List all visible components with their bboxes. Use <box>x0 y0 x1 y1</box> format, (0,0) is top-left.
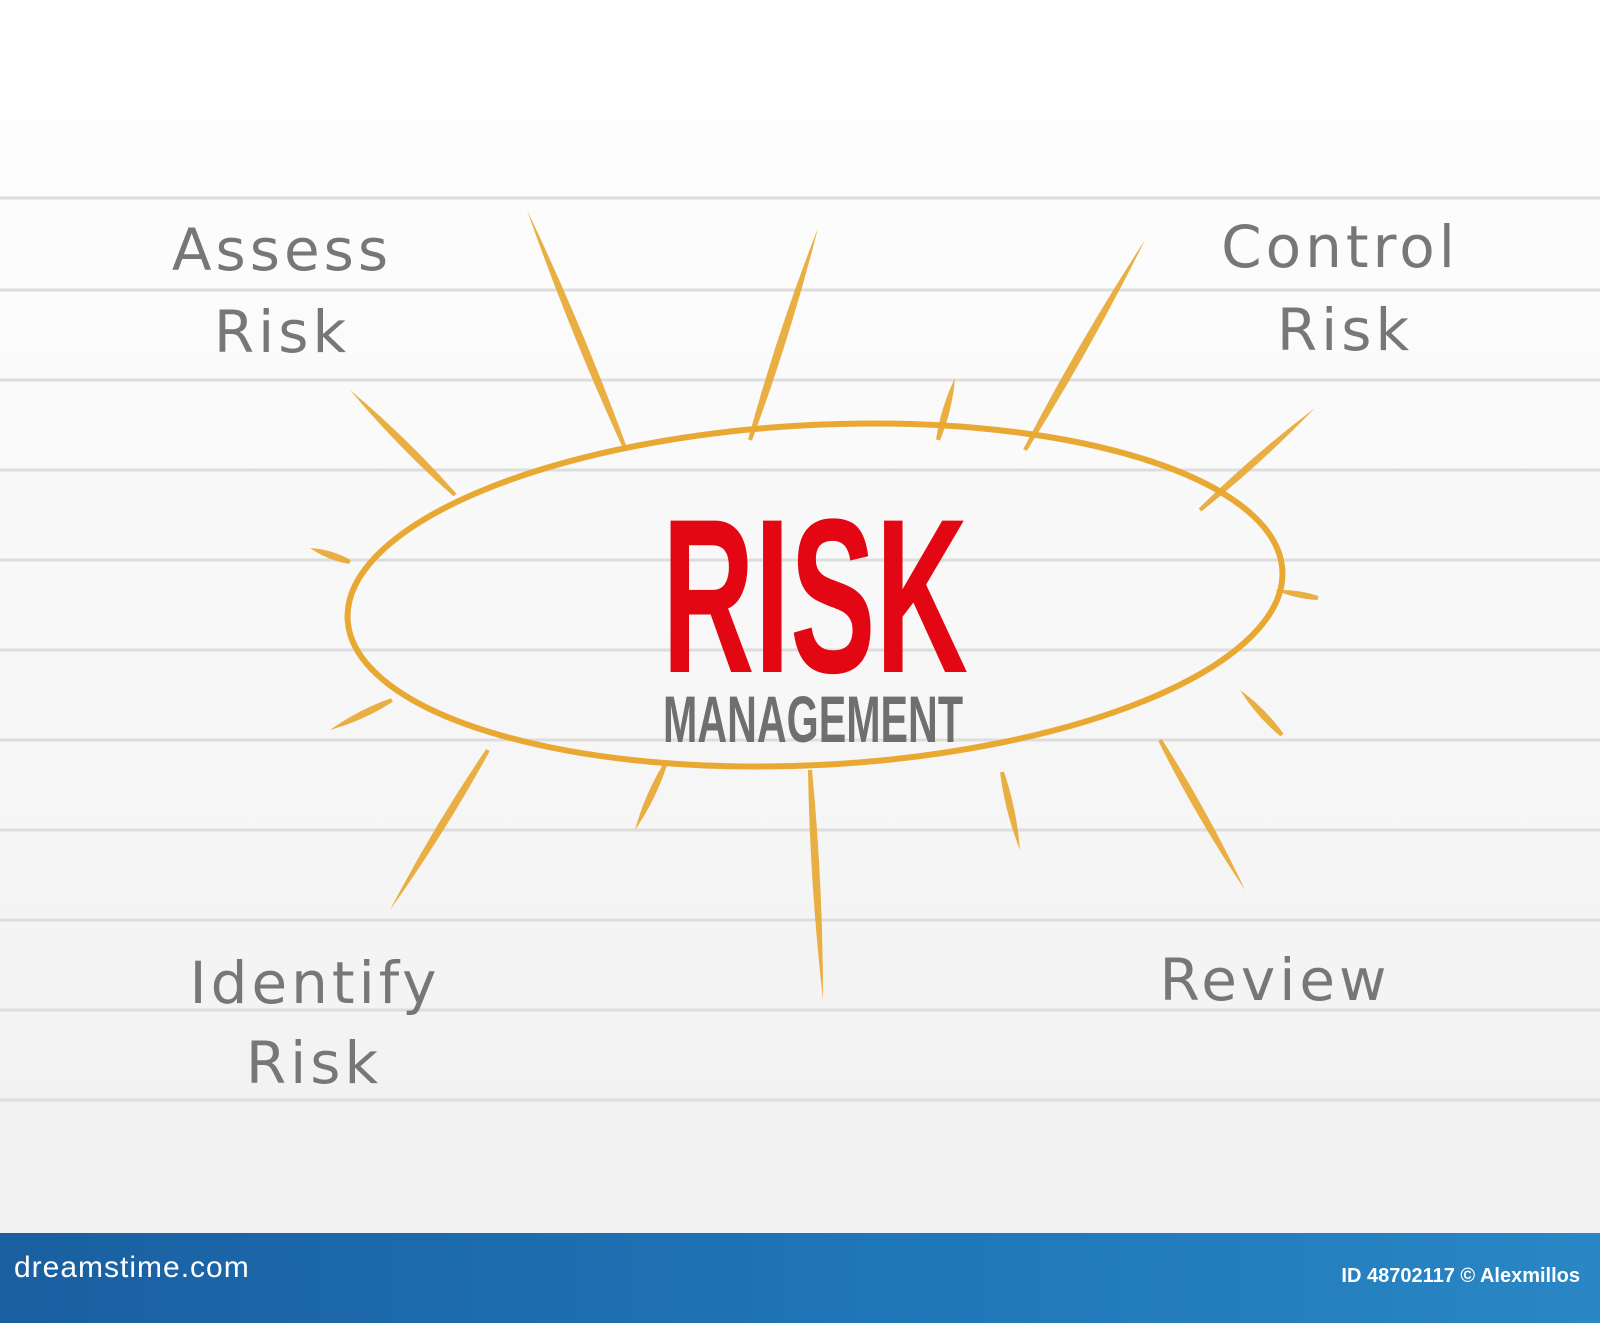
center-subtitle: MANAGEMENT <box>663 682 963 756</box>
assess-label-line2: Risk <box>214 298 350 366</box>
sun-ray <box>936 378 955 441</box>
control-label-line1: Control <box>1221 213 1459 281</box>
identify-label-line2: Risk <box>246 1029 382 1097</box>
footer-credit: ID 48702117 © Alexmillos <box>1341 1265 1580 1287</box>
control-label-line2: Risk <box>1277 296 1413 364</box>
assess-label-line1: Assess <box>172 216 392 284</box>
sun-ray <box>635 764 667 830</box>
watermark-footer: dreamstime.com ID 48702117 © Alexmillos <box>0 1233 1600 1323</box>
footer-brand: dreamstime.com <box>14 1251 250 1284</box>
notebook-paper: RISK MANAGEMENT Assess Risk Control Risk… <box>0 0 1600 1233</box>
center-title: RISK <box>662 473 968 719</box>
sun-ray <box>350 390 457 497</box>
sun-ray <box>390 748 490 910</box>
sun-ray <box>330 698 393 730</box>
identify-label-line1: Identify <box>190 949 441 1017</box>
sun-ray <box>1240 690 1284 737</box>
sun-ray <box>527 210 627 449</box>
sun-ray <box>1198 408 1315 512</box>
risk-management-diagram: RISK MANAGEMENT Assess Risk Control Risk… <box>0 196 1600 1102</box>
sun-ray <box>1158 739 1245 890</box>
sun-ray <box>1000 771 1020 850</box>
center-ellipse <box>344 420 1286 770</box>
review-label: Review <box>1160 946 1391 1014</box>
sun-ray <box>1023 240 1145 451</box>
sun-ray <box>310 548 351 564</box>
sun-ray <box>808 769 823 1000</box>
ruled-lines <box>0 196 1600 1102</box>
sun-ray <box>748 228 818 441</box>
sun-ray <box>1275 589 1319 600</box>
